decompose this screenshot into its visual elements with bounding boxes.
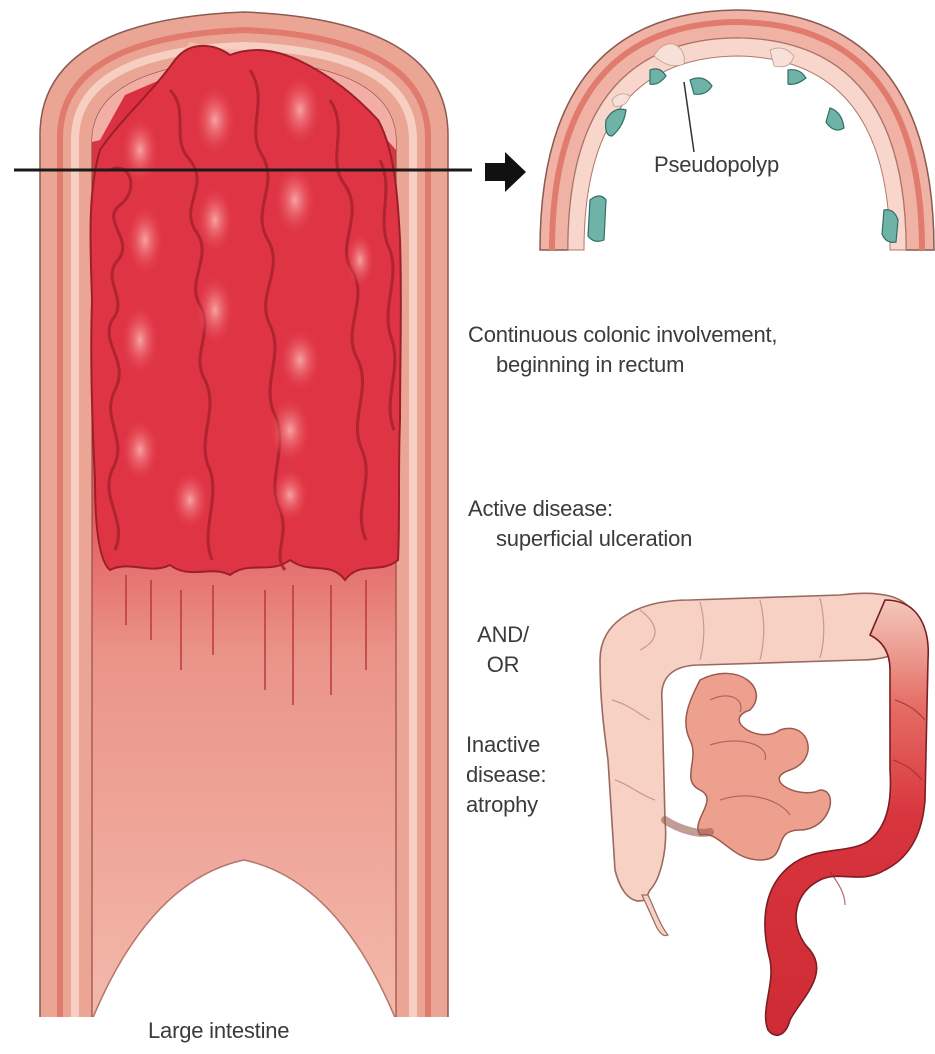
large-intestine-section <box>20 12 470 1020</box>
andor-line-1: AND/ <box>468 620 538 650</box>
active-line-1: Active disease: <box>468 494 692 524</box>
cross-section <box>540 10 934 250</box>
active-disease-label: Active disease: superficial ulceration <box>468 494 692 554</box>
continuous-line-2: beginning in rectum <box>468 350 777 380</box>
inactive-line-2: disease: <box>466 760 546 790</box>
inactive-line-3: atrophy <box>466 790 546 820</box>
active-line-2: superficial ulceration <box>468 524 692 554</box>
inactive-disease-label: Inactive disease: atrophy <box>466 730 546 820</box>
colon-overview <box>600 593 928 1035</box>
and-or-label: AND/ OR <box>468 620 538 680</box>
pseudopolyp-label: Pseudopolyp <box>654 150 779 180</box>
continuous-line-1: Continuous colonic involvement, <box>468 320 777 350</box>
andor-line-2: OR <box>468 650 538 680</box>
inactive-line-1: Inactive <box>466 730 546 760</box>
large-intestine-label: Large intestine <box>148 1016 289 1046</box>
continuous-involvement-label: Continuous colonic involvement, beginnin… <box>468 320 777 380</box>
